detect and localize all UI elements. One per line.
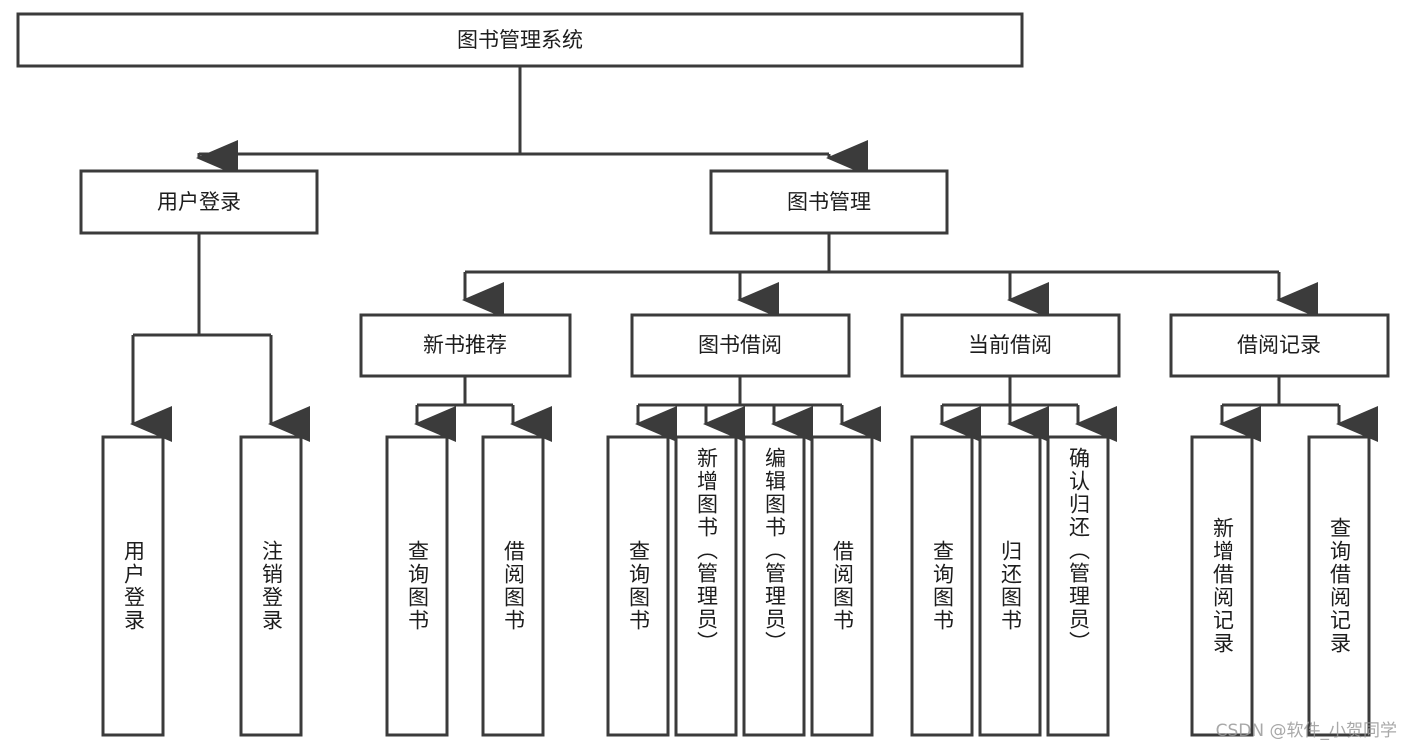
connector-bookmgmt-to-level3 bbox=[462, 233, 1318, 318]
leaf-box[interactable] bbox=[1190, 435, 1254, 737]
node-borrow-records-label: 借阅记录 bbox=[1237, 333, 1321, 357]
leaf-box[interactable] bbox=[606, 435, 670, 737]
node-user-login-label: 用户登录 bbox=[157, 190, 241, 214]
node-new-book-recommend-label: 新书推荐 bbox=[423, 333, 507, 357]
leaf-box[interactable] bbox=[910, 435, 974, 737]
leaf-boxes bbox=[101, 435, 1371, 737]
connector-borrow-to-leaves bbox=[635, 376, 881, 442]
node-book-management[interactable]: 图书管理 bbox=[709, 169, 949, 235]
node-current-borrow-label: 当前借阅 bbox=[968, 333, 1052, 357]
node-book-management-label: 图书管理 bbox=[787, 190, 871, 214]
node-root[interactable]: 图书管理系统 bbox=[16, 12, 1024, 68]
connector-userlogin-to-leaves bbox=[130, 233, 310, 442]
node-root-label: 图书管理系统 bbox=[457, 28, 583, 52]
connector-current-to-leaves bbox=[939, 376, 1117, 442]
leaf-box[interactable] bbox=[101, 435, 165, 737]
leaf-box[interactable] bbox=[674, 435, 738, 737]
connector-newbook-to-leaves bbox=[414, 376, 552, 442]
watermark-text: CSDN @软件_小贺同学 bbox=[1215, 721, 1397, 741]
connector-root-to-level2 bbox=[196, 67, 868, 176]
connector-records-to-leaves bbox=[1219, 376, 1378, 442]
node-borrow-records[interactable]: 借阅记录 bbox=[1169, 313, 1390, 378]
leaf-box[interactable] bbox=[481, 435, 545, 737]
leaf-box[interactable] bbox=[1307, 435, 1371, 737]
node-new-book-recommend[interactable]: 新书推荐 bbox=[359, 313, 572, 378]
leaf-box[interactable] bbox=[1046, 435, 1110, 737]
leaf-box[interactable] bbox=[239, 435, 303, 737]
leaf-box[interactable] bbox=[385, 435, 449, 737]
node-book-borrow-label: 图书借阅 bbox=[698, 333, 782, 357]
node-book-borrow[interactable]: 图书借阅 bbox=[630, 313, 851, 378]
node-current-borrow[interactable]: 当前借阅 bbox=[900, 313, 1121, 378]
leaf-box[interactable] bbox=[810, 435, 874, 737]
leaf-box[interactable] bbox=[742, 435, 806, 737]
node-user-login[interactable]: 用户登录 bbox=[79, 169, 319, 235]
leaf-box[interactable] bbox=[978, 435, 1042, 737]
